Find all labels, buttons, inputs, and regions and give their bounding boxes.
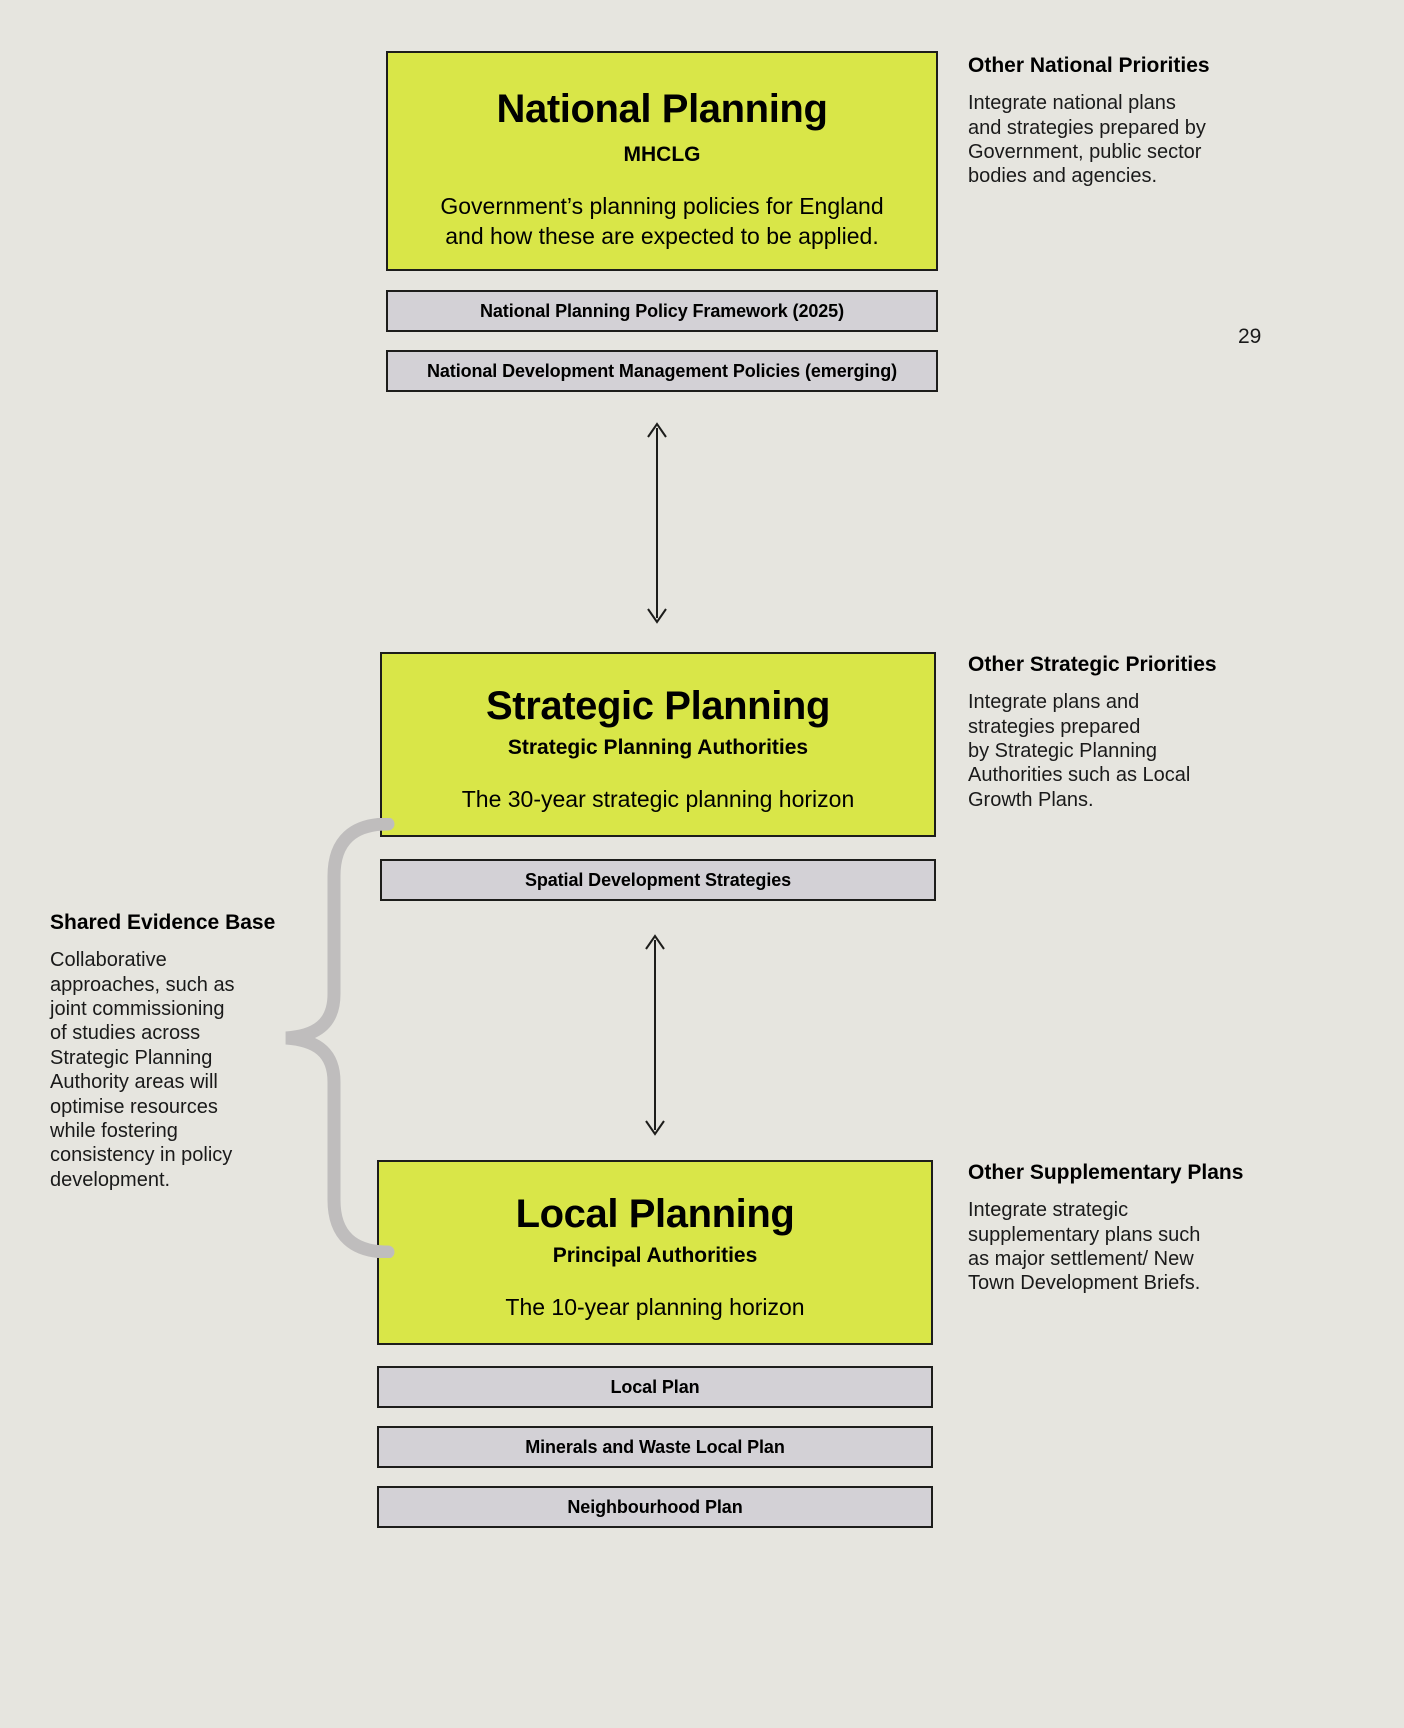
stage-box-local: Local Planning Principal Authorities The…: [377, 1160, 933, 1345]
note-title: Other Strategic Priorities: [968, 653, 1217, 676]
stage-description-strategic: The 30-year strategic planning horizon: [461, 785, 855, 812]
policy-bar-label: National Development Management Policies…: [426, 360, 897, 381]
stage-title-local: Local Planning: [515, 1192, 795, 1236]
stage-description-local: The 10-year planning horizon: [505, 1293, 805, 1320]
policy-bar-ndmp[interactable]: National Development Management Policies…: [386, 350, 938, 392]
arrow-strategic-local: [645, 934, 665, 1136]
policy-bar-minerals-waste[interactable]: Minerals and Waste Local Plan: [377, 1426, 933, 1468]
policy-bar-label: Local Plan: [610, 1376, 700, 1397]
stage-box-national: National Planning MHCLG Government’s pla…: [386, 51, 938, 271]
note-title: Other Supplementary Plans: [968, 1161, 1244, 1184]
note-other-national-priorities: Other National Priorities Integrate nati…: [968, 53, 1258, 189]
note-body: Integrate strategic supplementary plans …: [968, 1199, 1201, 1295]
note-body: Integrate national plans and strategies …: [968, 92, 1206, 188]
policy-bar-label: Neighbourhood Plan: [567, 1496, 743, 1517]
page-number: 29: [1238, 325, 1262, 348]
stage-description-national: Government’s planning policies for Engla…: [440, 192, 884, 250]
policy-bar-sds[interactable]: Spatial Development Strategies: [380, 859, 936, 901]
note-body: Integrate plans and strategies prepared …: [968, 691, 1191, 811]
note-body: Collaborative approaches, such as joint …: [50, 949, 235, 1191]
stage-title-national: National Planning: [496, 87, 828, 131]
stage-title-strategic: Strategic Planning: [486, 684, 830, 728]
note-other-supplementary-plans: Other Supplementary Plans Integrate stra…: [968, 1160, 1258, 1296]
stage-subtitle-strategic: Strategic Planning Authorities: [507, 735, 809, 759]
note-title: Shared Evidence Base: [50, 911, 276, 934]
stage-subtitle-national: MHCLG: [623, 142, 701, 166]
stage-subtitle-local: Principal Authorities: [552, 1243, 758, 1267]
note-other-strategic-priorities: Other Strategic Priorities Integrate pla…: [968, 652, 1238, 812]
policy-bar-local-plan[interactable]: Local Plan: [377, 1366, 933, 1408]
note-shared-evidence-base: Shared Evidence Base Collaborative appro…: [50, 910, 290, 1192]
policy-bar-label: National Planning Policy Framework (2025…: [479, 300, 844, 321]
arrow-national-strategic: [647, 422, 667, 624]
policy-bar-label: Spatial Development Strategies: [524, 869, 792, 890]
note-title: Other National Priorities: [968, 54, 1210, 77]
policy-bar-nppf[interactable]: National Planning Policy Framework (2025…: [386, 290, 938, 332]
policy-bar-neighbourhood[interactable]: Neighbourhood Plan: [377, 1486, 933, 1528]
stage-box-strategic: Strategic Planning Strategic Planning Au…: [380, 652, 936, 837]
policy-bar-label: Minerals and Waste Local Plan: [525, 1436, 785, 1457]
